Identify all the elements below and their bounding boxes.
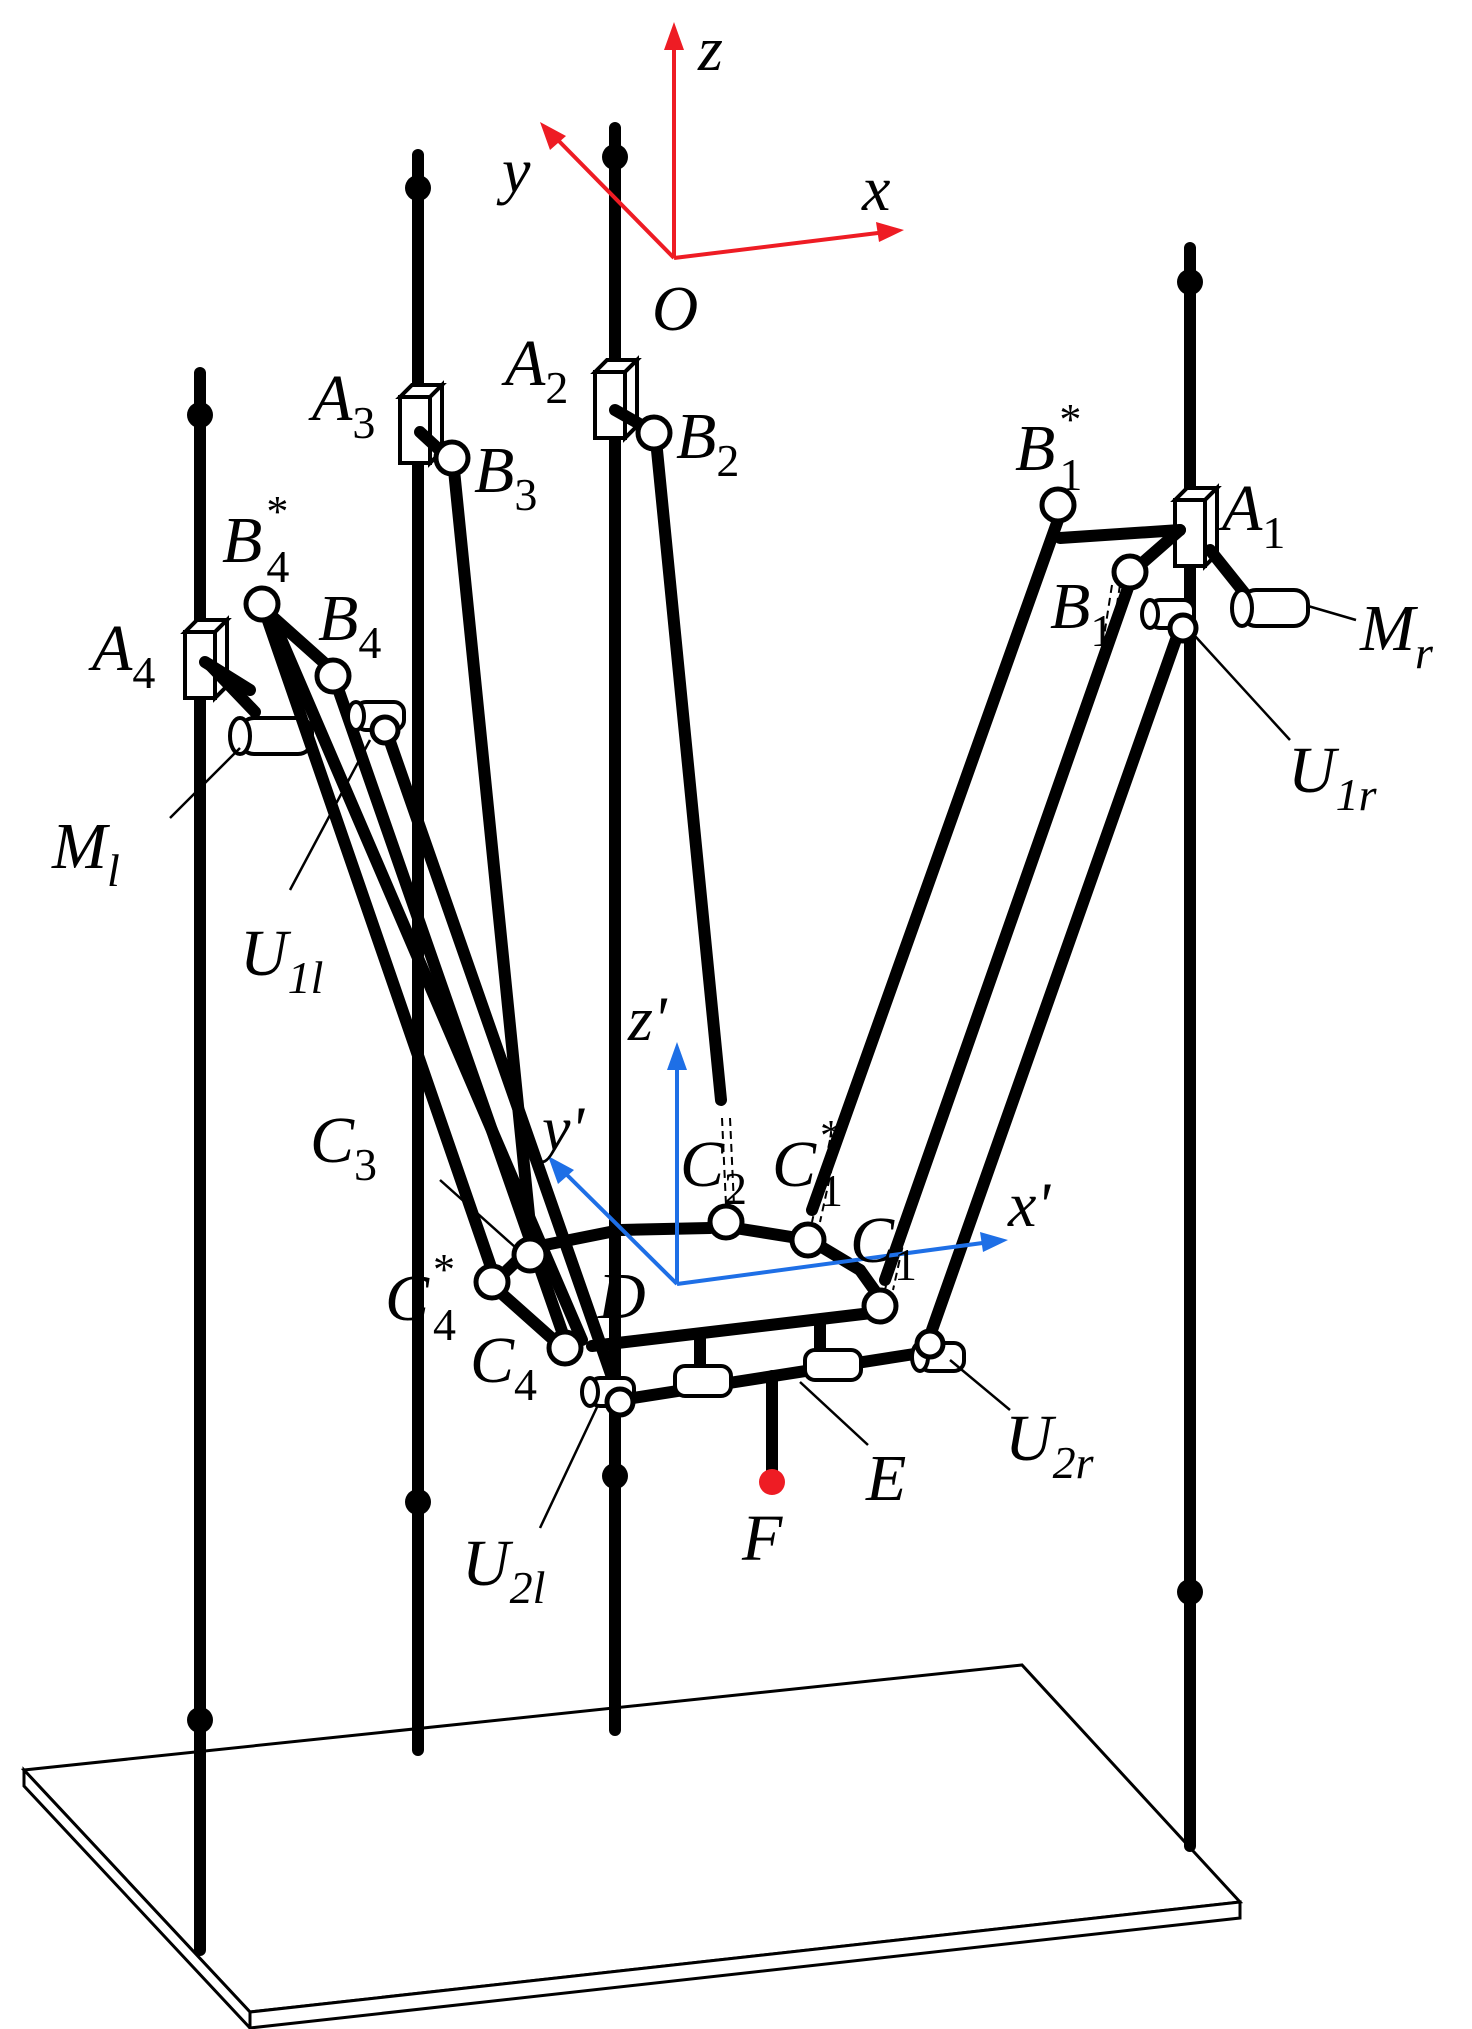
label-b1: B1 [1050,570,1113,656]
label-c3: C3 [310,1104,377,1190]
label-u1r: U1r [1288,734,1378,820]
dashed-links [414,584,1121,1365]
label-b3: B3 [474,434,537,520]
label-mr: Mr [1359,592,1434,678]
origin-label: O [652,273,698,344]
label-c2: C2 [680,1128,747,1214]
joint-b3 [433,439,471,477]
joint-c1-star [789,1221,827,1259]
label-f: F [741,1502,783,1575]
slider-a2 [590,355,642,443]
point-labels: A1 A2 A3 A4 B*1 B1 B2 B3 B*4 B4 C2 C*1 C… [51,327,1434,1613]
joint-c4 [546,1329,584,1367]
label-b4: B4 [318,582,381,668]
label-a4: A4 [88,612,155,698]
joint-b1-star [1039,486,1077,524]
axis-label-z: z [697,13,723,84]
limb-4-upper [269,619,588,1346]
leader-lines [169,604,1357,1529]
joint-b4-star [243,585,281,623]
joint-u1r [1167,612,1199,644]
label-e: E [865,1442,906,1515]
axis-label-y: y [496,135,531,206]
platform-axis-label-y: y' [536,1093,585,1164]
label-b1-star: B*1 [1015,395,1082,500]
limb-rods [259,434,1186,1406]
motor-mr [1204,544,1310,628]
limb-4 [329,674,571,1346]
label-b4-star: B*4 [222,487,289,592]
joint-b2 [635,414,673,452]
label-c1: C1 [850,1204,917,1290]
joint-b1 [1111,553,1149,591]
platform-axis-label-x: x' [1007,1169,1051,1240]
label-a2: A2 [501,327,568,413]
label-c4: C4 [470,1324,537,1410]
joint-c1 [861,1287,899,1325]
label-u2r: U2r [1005,1402,1095,1488]
end-effector-point [759,1469,785,1495]
label-u1l: U1l [240,917,323,1003]
platform-frame: z' x' y' [536,983,1051,1286]
joint-u2l [604,1386,636,1418]
limb-1-aux [926,622,1186,1336]
joint-c4-star [473,1263,511,1301]
label-d: D [597,1260,646,1333]
spherical-joints [243,414,1199,1418]
label-a3: A3 [308,362,375,448]
joint-u2r [914,1328,946,1360]
axis-label-x: x [861,153,890,224]
joint-c3 [511,1236,549,1274]
base-plate [20,1663,1244,2029]
limb-4-aux [381,727,626,1406]
limb-1 [879,576,1136,1286]
label-c4-star: C*4 [385,1245,456,1350]
label-c1-star: C*1 [772,1111,843,1216]
limb-1-star [806,514,1064,1216]
joint-c2 [707,1203,745,1241]
limb-4-star [259,606,498,1276]
label-u2l: U2l [462,1527,545,1613]
platform-axis-label-z: z' [627,983,668,1054]
label-ml: Ml [51,810,120,896]
base-frame: z x y O [496,13,904,344]
joint-u1l [369,714,401,746]
label-a1: A1 [1218,472,1285,558]
label-b2: B2 [676,400,739,486]
limb-2 [650,434,727,1106]
joint-b4 [314,657,352,695]
